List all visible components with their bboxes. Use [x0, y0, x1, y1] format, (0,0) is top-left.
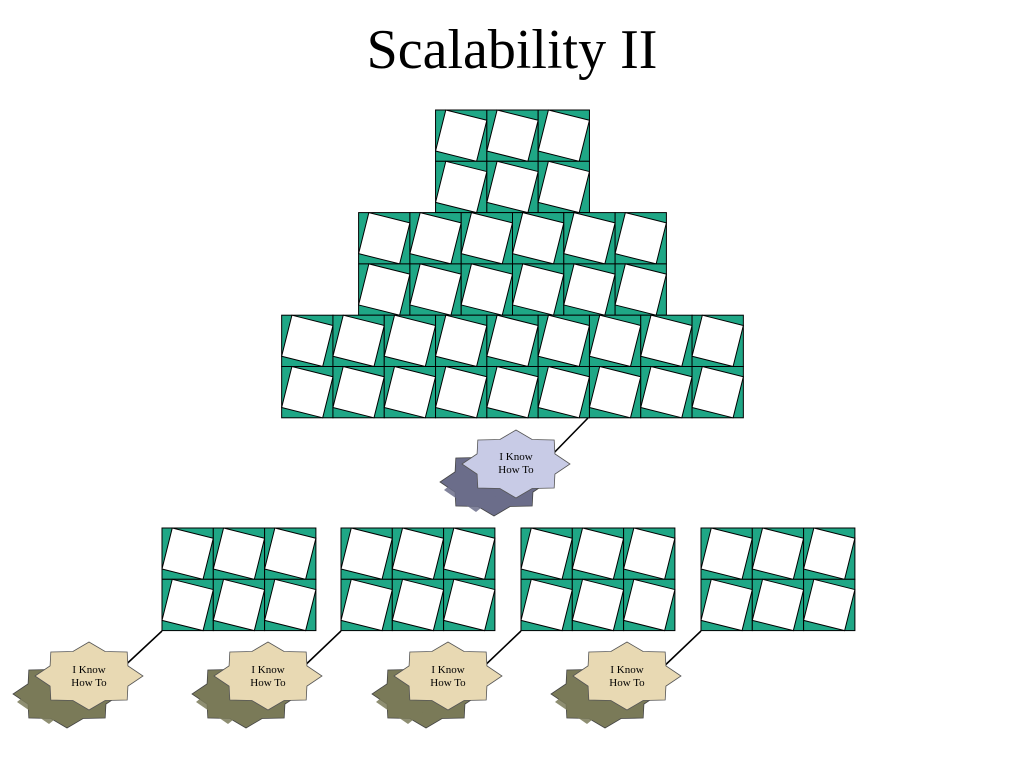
pyramid-tile	[563, 211, 616, 265]
pyramid-tile	[357, 211, 411, 265]
pyramid-tile	[281, 365, 334, 419]
pyramid-tile	[383, 314, 437, 368]
sub-node-4-label-line2: How To	[609, 677, 645, 689]
node-face	[213, 641, 323, 711]
bottom-tile	[391, 527, 445, 580]
bottom-tile	[751, 527, 805, 580]
sub-know-how-node-4: I Know How To	[550, 641, 682, 729]
sub-node-3-shape	[371, 641, 503, 729]
main-node-label-line1: I Know	[499, 451, 532, 463]
pyramid-tile	[563, 263, 616, 316]
sub-know-how-node-3: I Know How To	[371, 641, 503, 729]
bottom-tile	[802, 527, 856, 580]
pyramid-tile	[486, 160, 539, 214]
pyramid-tile	[537, 365, 591, 419]
node-depth-band	[444, 472, 498, 512]
bottom-tile	[571, 578, 625, 632]
bottom-tile	[161, 578, 214, 632]
pyramid-tile	[640, 365, 693, 419]
sub-know-how-node-2: I Know How To	[191, 641, 323, 729]
node-depth-band	[17, 684, 71, 724]
sub-node-4-label-line1: I Know	[610, 664, 643, 676]
bottom-tile-group-2	[340, 527, 496, 632]
sub-node-2-label-line2: How To	[250, 677, 286, 689]
main-node-shape	[439, 429, 571, 517]
node-depth-band	[196, 684, 250, 724]
sub-know-how-node-1: I Know How To	[12, 641, 144, 729]
bottom-tile	[622, 527, 676, 580]
node-depth-band	[555, 684, 609, 724]
bottom-tile	[442, 527, 496, 580]
bottom-tile	[340, 527, 393, 580]
tile-grids	[161, 109, 856, 632]
main-know-how-node: I Know How To	[439, 429, 571, 517]
sub-node-3-label-line1: I Know	[431, 664, 464, 676]
bottom-tile	[391, 578, 445, 632]
pyramid-tile	[537, 109, 591, 162]
node-face	[34, 641, 144, 711]
slide-title: Scalability II	[366, 19, 658, 81]
sub-node-2-label-line1: I Know	[251, 664, 284, 676]
bottom-tile	[212, 578, 266, 632]
bottom-tile	[212, 527, 266, 580]
bottom-tile	[700, 578, 753, 632]
bottom-tile	[751, 578, 805, 632]
bottom-tile	[263, 578, 317, 632]
pyramid-tile	[511, 263, 565, 316]
pyramid-tile	[537, 160, 591, 214]
sub-node-1-label-line1: I Know	[72, 664, 105, 676]
pyramid-tile	[281, 314, 334, 368]
bottom-tile	[263, 527, 317, 580]
node-face	[461, 429, 571, 499]
bottom-tile	[161, 527, 214, 580]
pyramid-tile	[460, 263, 514, 316]
bottom-tile	[520, 527, 573, 580]
pyramid-tile	[614, 263, 668, 316]
bottom-tile	[520, 578, 573, 632]
pyramid-tile	[434, 314, 488, 368]
bottom-tile-group-4	[700, 527, 856, 632]
sub-node-1-label-line2: How To	[71, 677, 107, 689]
pyramid-tile	[588, 314, 642, 368]
sub-node-1-shape	[12, 641, 144, 729]
bottom-tile-group-1	[161, 527, 317, 632]
node-depth-band	[376, 684, 430, 724]
sub-node-3-label-line2: How To	[430, 677, 466, 689]
pyramid-tile	[486, 109, 539, 162]
sub-node-2-shape	[191, 641, 323, 729]
pyramid-tile	[332, 314, 385, 368]
node-face	[393, 641, 503, 711]
bottom-tile-group-3	[520, 527, 676, 632]
bottom-tile	[442, 578, 496, 632]
pyramid-tile	[486, 314, 539, 368]
pyramid-tile	[409, 263, 462, 316]
bottom-tile	[340, 578, 393, 632]
pyramid-tile	[434, 160, 488, 214]
pyramid-tile	[640, 314, 693, 368]
bottom-tile	[571, 527, 625, 580]
pyramid-tile	[460, 211, 514, 265]
pyramid-tile	[691, 365, 744, 419]
bottom-tile	[700, 527, 753, 580]
node-face	[572, 641, 682, 711]
pyramid-tile	[486, 365, 539, 419]
pyramid-tile	[332, 365, 385, 419]
pyramid-tile	[434, 109, 488, 162]
pyramid-tile	[357, 263, 411, 316]
main-node-label-line2: How To	[498, 464, 534, 476]
pyramid-tile	[588, 365, 642, 419]
pyramid-tile	[434, 365, 488, 419]
sub-node-4-shape	[550, 641, 682, 729]
pyramid-tile	[383, 365, 437, 419]
bottom-tile	[802, 578, 856, 632]
pyramid-tile	[614, 211, 668, 265]
pyramid-tile	[691, 314, 744, 368]
bottom-tile	[622, 578, 676, 632]
pyramid-tile	[511, 211, 565, 265]
pyramid-tile	[409, 211, 462, 265]
pyramid-tile	[537, 314, 591, 368]
